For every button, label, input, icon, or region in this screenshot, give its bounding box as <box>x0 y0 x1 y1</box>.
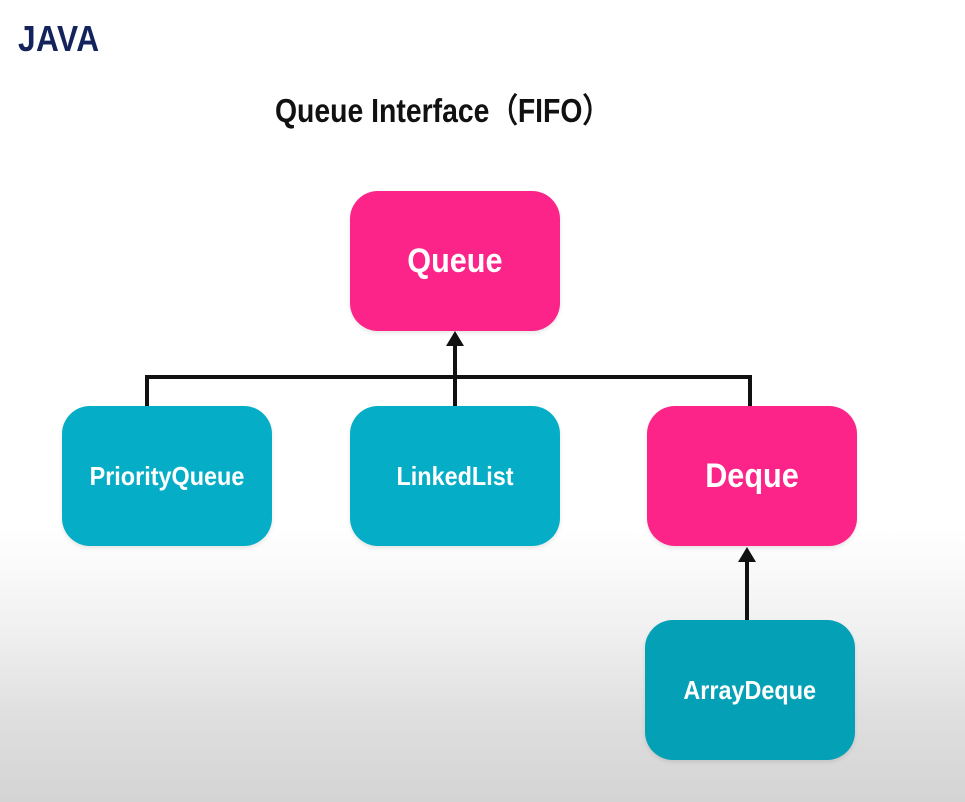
arrowhead-up-icon <box>446 331 464 346</box>
connector-deque-to-queue <box>453 375 752 408</box>
node-priorityqueue-label: PriorityQueue <box>89 460 245 491</box>
node-linkedlist-label: LinkedList <box>396 460 514 491</box>
node-deque: Deque <box>647 406 857 546</box>
arrowhead-up-icon <box>738 547 756 562</box>
node-queue: Queue <box>350 191 560 331</box>
node-deque-label: Deque <box>705 456 799 495</box>
node-arraydeque: ArrayDeque <box>645 620 855 760</box>
node-linkedlist: LinkedList <box>350 406 560 546</box>
connector-priorityqueue-to-queue <box>145 375 457 408</box>
node-arraydeque-label: ArrayDeque <box>683 674 817 705</box>
node-queue-label: Queue <box>407 241 503 280</box>
node-priorityqueue: PriorityQueue <box>62 406 272 546</box>
brand-logo-text: JAVA <box>18 18 100 59</box>
diagram-title: Queue Interface（FIFO） <box>274 92 611 129</box>
